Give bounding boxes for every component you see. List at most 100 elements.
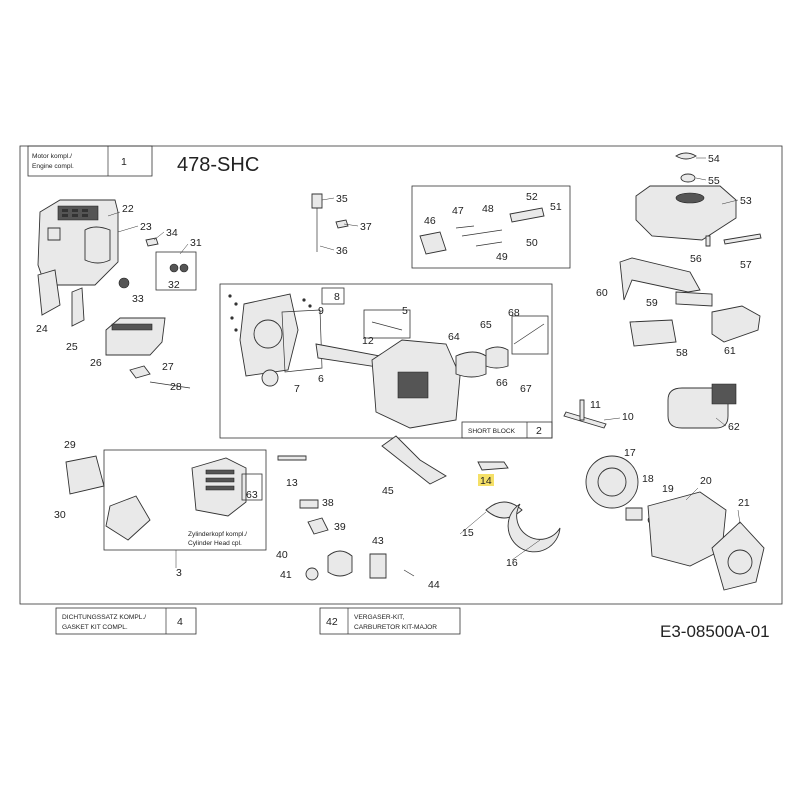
- carburetor-kit-box[interactable]: 42 VERGASER-KIT, CARBURETOR KIT-MAJOR: [319, 607, 461, 635]
- plug-33-drawing: [118, 277, 130, 289]
- governor-7-drawing: [261, 369, 279, 387]
- recoil-starter-21-drawing: [711, 521, 765, 591]
- head-gasket-drawing: [105, 495, 151, 541]
- bracket-59-drawing: [675, 291, 713, 307]
- crankcase-cover-boss: [253, 319, 283, 349]
- strainer-55: [680, 173, 696, 183]
- governor-shaft-35-drawing: [311, 193, 323, 209]
- callout-37: 37: [360, 221, 372, 233]
- callout-8: 8: [334, 291, 340, 303]
- carburetor-40-drawing: [327, 550, 353, 577]
- head-cover-29-drawing: [65, 455, 105, 495]
- callout-47: 47: [452, 205, 464, 217]
- ignition-coil-14-drawing: [477, 461, 509, 486]
- callout-9: 9: [318, 305, 324, 317]
- drawing-number: E3-08500A-01: [660, 622, 770, 641]
- bracket-31-drawing: [155, 251, 197, 291]
- deflector-45-drawing: [381, 435, 447, 485]
- governor-lever-box: [411, 185, 571, 269]
- callout-49: 49: [496, 251, 508, 263]
- callout-20: 20: [700, 475, 712, 487]
- cylinder-head-frame: [103, 449, 267, 551]
- head-fins: [205, 469, 235, 491]
- gasket-kit-number: 4: [177, 616, 183, 628]
- callout-60: 60: [596, 287, 608, 299]
- callout-43: 43: [372, 535, 384, 547]
- gasket-kit-label-de: DICHTUNGSSATZ KOMPL./: [62, 614, 146, 621]
- bracket-25-drawing: [71, 287, 85, 327]
- block-cylinder: [397, 371, 429, 399]
- callout-50: 50: [526, 237, 538, 249]
- callout-19: 19: [662, 483, 674, 495]
- callout-57: 57: [740, 259, 752, 271]
- carburetor-kit-label-en: CARBURETOR KIT-MAJOR: [354, 624, 437, 631]
- callout-33: 33: [132, 293, 144, 305]
- tank-filler: [675, 192, 705, 204]
- cylinder-head-label-en: Cylinder Head cpl.: [188, 540, 242, 547]
- intake-38-drawing: [299, 499, 319, 509]
- callout-11: 11: [590, 399, 601, 411]
- callout-45: 45: [382, 485, 394, 497]
- callout-54: 54: [708, 153, 720, 165]
- key-18-drawing: [625, 507, 643, 521]
- spring-49: [475, 241, 503, 247]
- bowl-41-drawing: [305, 567, 319, 581]
- link-48: [461, 229, 503, 237]
- short-block-label-box[interactable]: SHORT BLOCK 2: [461, 421, 553, 439]
- bracket-60-drawing: [619, 257, 701, 301]
- callout-26: 26: [90, 357, 102, 369]
- callout-61: 61: [724, 345, 736, 357]
- callout-67: 67: [520, 383, 532, 395]
- callout-68: 68: [508, 307, 520, 319]
- cover-gasket-6-drawing: [281, 309, 323, 373]
- callout-31: 31: [190, 237, 202, 249]
- lever-50-drawing: [509, 207, 545, 223]
- cylinder-head-label-box[interactable]: Zylinderkopf kompl./ Cylinder Head cpl.: [188, 531, 247, 547]
- callout-14: 14: [480, 475, 492, 487]
- plate-58-drawing: [629, 319, 677, 347]
- callout-3: 3: [176, 567, 182, 579]
- callout-40: 40: [276, 549, 288, 561]
- callout-39: 39: [334, 521, 346, 533]
- callout-41: 41: [280, 569, 292, 581]
- callout-labels: 5 6 7 8 9 10 11 12 13 14 15 16 17 18 19 …: [36, 153, 752, 591]
- carburetor-kit-number: 42: [326, 616, 338, 628]
- callout-18: 18: [642, 473, 654, 485]
- gasket-kit-label-en: GASKET KIT COMPL.: [62, 624, 128, 631]
- starter-motor-62-drawing: [667, 383, 737, 429]
- callout-21: 21: [738, 497, 750, 509]
- callout-28: 28: [170, 381, 182, 393]
- model-title: 478-SHC: [177, 154, 259, 176]
- bolts-8-box: [321, 287, 345, 305]
- bracket-24-drawing: [37, 269, 61, 316]
- gasket-kit-box[interactable]: DICHTUNGSSATZ KOMPL./ GASKET KIT COMPL. …: [55, 607, 197, 635]
- callout-44: 44: [428, 579, 440, 591]
- valve-63-box: [241, 473, 263, 501]
- fuel-cap-54-drawing: [675, 152, 697, 160]
- callout-58: 58: [676, 347, 688, 359]
- short-block-number: 2: [536, 425, 542, 437]
- air-filter-43-drawing: [369, 553, 387, 579]
- callout-63: 63: [246, 489, 258, 501]
- screw-11-drawing: [579, 399, 585, 421]
- callout-34: 34: [166, 227, 178, 239]
- rod-5-drawing: [363, 309, 411, 339]
- callout-27: 27: [162, 361, 174, 373]
- callout-38: 38: [322, 497, 334, 509]
- engine-compl-box[interactable]: Motor kompl./ Engine compl. 1: [27, 145, 153, 177]
- clip-37-drawing: [335, 219, 349, 229]
- callout-7: 7: [294, 383, 300, 395]
- shroud-drawing: [37, 199, 119, 286]
- engine-compl-label-en: Engine compl.: [32, 163, 74, 170]
- callout-62: 62: [728, 421, 740, 433]
- callout-5: 5: [402, 305, 408, 317]
- leader-lines: [107, 157, 741, 568]
- callout-23: 23: [140, 221, 152, 233]
- callout-32: 32: [168, 279, 180, 291]
- callout-16: 16: [506, 557, 518, 569]
- callout-36: 36: [336, 245, 348, 257]
- callout-64: 64: [448, 331, 460, 343]
- callout-65: 65: [480, 319, 492, 331]
- screw-44: [403, 569, 415, 577]
